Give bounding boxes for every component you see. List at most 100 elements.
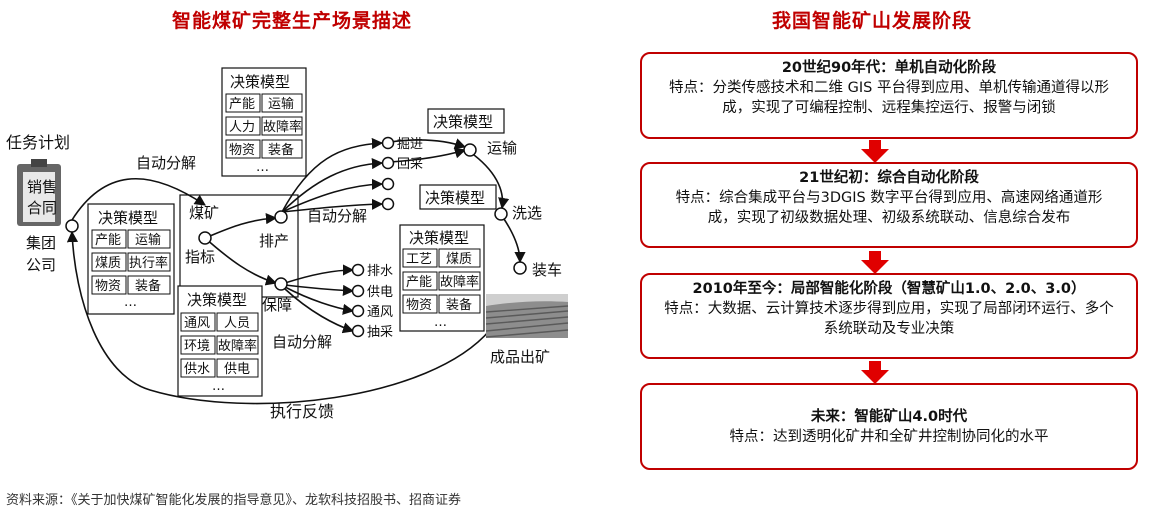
svg-text:运输: 运输 [268, 96, 294, 112]
edge-coal-to-support [204, 237, 278, 286]
stage-2-desc: 特点：综合集成平台与3DGIS 数字平台得到应用、高速网络通道形成，实现了初级数… [675, 190, 1103, 226]
model-transport: 决策模型 [427, 108, 505, 134]
model-left: 决策模型 产能 运输 煤质 执行率 物资 装备 … [87, 203, 175, 315]
svg-text:…: … [212, 379, 225, 394]
load-node [513, 261, 527, 275]
stage-card-4: 未来：智能矿山4.0时代 特点：达到透明化矿井和全矿井控制协同化的水平 [640, 383, 1138, 470]
production-scene-diagram: 任务计划 销售 合同 集团 公司 自动分解 自动分解 自动分解 煤矿 指标 排产… [6, 67, 569, 421]
edge-support-to-vent [284, 286, 355, 315]
support-node-2 [351, 284, 365, 298]
stage-card-1: 20世纪90年代：单机自动化阶段 特点：分类传感技术和二维 GIS 平台得到应用… [640, 52, 1138, 139]
svg-text:人员: 人员 [224, 316, 250, 331]
svg-text:人力: 人力 [229, 120, 255, 135]
svg-text:执行率: 执行率 [129, 255, 168, 271]
auto-decompose-3: 自动分解 [272, 333, 332, 351]
support-label-1: 排水 [367, 264, 393, 279]
model-wash: 决策模型 [419, 184, 497, 210]
svg-text:供电: 供电 [224, 362, 250, 377]
stage-1-desc: 特点：分类传感技术和二维 GIS 平台得到应用、单机传输通道得以形成，实现了可编… [669, 80, 1109, 116]
edge-support-to-gas [284, 288, 355, 334]
svg-text:产能: 产能 [406, 275, 432, 290]
stage-3-heading: 2010年至今：局部智能化阶段（智慧矿山1.0、2.0、3.0） [692, 281, 1086, 297]
support-node [274, 277, 288, 291]
produce-label: 排产 [259, 232, 289, 250]
product-label: 成品出矿 [490, 348, 550, 366]
support-label-2: 供电 [367, 285, 393, 300]
svg-text:装备: 装备 [135, 278, 161, 294]
company-line-1: 集团 [26, 234, 56, 252]
plan-node [65, 219, 79, 233]
svg-text:物资: 物资 [229, 143, 255, 158]
svg-text:产能: 产能 [229, 97, 255, 112]
mine-label-2: 回采 [397, 157, 423, 172]
mine-node-2 [381, 156, 395, 170]
edge-support-to-power [284, 284, 355, 297]
stage-2-heading: 21世纪初：综合自动化阶段 [799, 170, 979, 186]
mine-node-3 [381, 177, 395, 191]
svg-text:…: … [256, 160, 269, 175]
edge-transport-to-wash [469, 151, 510, 210]
svg-text:煤质: 煤质 [95, 256, 121, 271]
produce-node [274, 210, 288, 224]
support-node-4 [351, 324, 365, 338]
support-label-4: 抽采 [367, 325, 393, 340]
auto-decompose-2: 自动分解 [307, 207, 367, 225]
edge-produce-to-n3 [281, 178, 384, 213]
load-label: 装车 [532, 261, 562, 279]
stage-4-desc: 特点：达到透明化矿井和全矿井控制协同化的水平 [729, 429, 1049, 445]
coal-node [198, 231, 212, 245]
svg-text:供水: 供水 [184, 362, 210, 377]
wash-node [494, 207, 508, 221]
stage-card-3: 2010年至今：局部智能化阶段（智慧矿山1.0、2.0、3.0） 特点：大数据、… [640, 273, 1138, 359]
company-line-2: 公司 [26, 256, 56, 274]
svg-text:故障率: 故障率 [263, 119, 302, 135]
svg-text:决策模型: 决策模型 [98, 209, 158, 227]
svg-text:决策模型: 决策模型 [230, 73, 290, 91]
edge-support-to-drain [284, 264, 355, 284]
product-photo [485, 294, 569, 338]
edge-n2-to-transport [389, 147, 467, 163]
left-title: 智能煤矿完整生产场景描述 [172, 10, 413, 32]
edge-produce-to-n4 [281, 198, 384, 213]
clipboard-line-1: 销售 [27, 178, 57, 196]
support-node-3 [351, 304, 365, 318]
svg-text:运输: 运输 [135, 232, 161, 248]
model-bottom: 决策模型 通风 人员 环境 故障率 供水 供电 … [177, 285, 263, 397]
svg-text:产能: 产能 [95, 233, 121, 248]
svg-text:决策模型: 决策模型 [433, 113, 493, 131]
svg-text:煤质: 煤质 [446, 252, 472, 267]
svg-text:通风: 通风 [184, 316, 210, 331]
support-label: 保障 [262, 296, 292, 314]
svg-text:决策模型: 决策模型 [425, 189, 485, 207]
svg-text:…: … [124, 295, 137, 310]
clipboard-line-2: 合同 [27, 199, 57, 217]
svg-text:…: … [434, 315, 447, 330]
edge-feedback [66, 230, 491, 405]
clipboard-icon [17, 159, 61, 226]
svg-text:装备: 装备 [268, 142, 294, 158]
feedback-label: 执行反馈 [270, 402, 334, 421]
mine-label-1: 掘进 [397, 137, 423, 152]
svg-text:决策模型: 决策模型 [409, 229, 469, 247]
coal-index-2: 指标 [185, 248, 215, 266]
coal-index-1: 煤矿 [189, 204, 219, 222]
support-label-3: 通风 [367, 305, 393, 320]
plan-label: 任务计划 [6, 133, 70, 152]
mine-node-1 [381, 136, 395, 150]
model-top: 决策模型 产能 运输 人力 故障率 物资 装备 … [221, 67, 307, 177]
auto-decompose-1: 自动分解 [136, 154, 196, 172]
svg-text:环境: 环境 [184, 339, 210, 354]
svg-text:故障率: 故障率 [440, 274, 479, 290]
right-title: 我国智能矿山发展阶段 [772, 10, 973, 32]
svg-text:物资: 物资 [406, 298, 432, 313]
svg-text:故障率: 故障率 [218, 338, 257, 354]
edge-wash-to-load [501, 215, 526, 264]
edge-produce-to-n2 [281, 157, 384, 213]
svg-text:物资: 物资 [95, 279, 121, 294]
edge-mine-to-transport [389, 138, 467, 149]
stage-3-desc: 特点：大数据、云计算技术逐步得到应用，实现了局部闭环运行、多个系统联动及专业决策 [664, 301, 1114, 337]
transport-node [463, 143, 477, 157]
support-node-1 [351, 263, 365, 277]
model-right: 决策模型 工艺 煤质 产能 故障率 物资 装备 … [399, 224, 485, 332]
edge-produce-to-mine [281, 137, 384, 213]
